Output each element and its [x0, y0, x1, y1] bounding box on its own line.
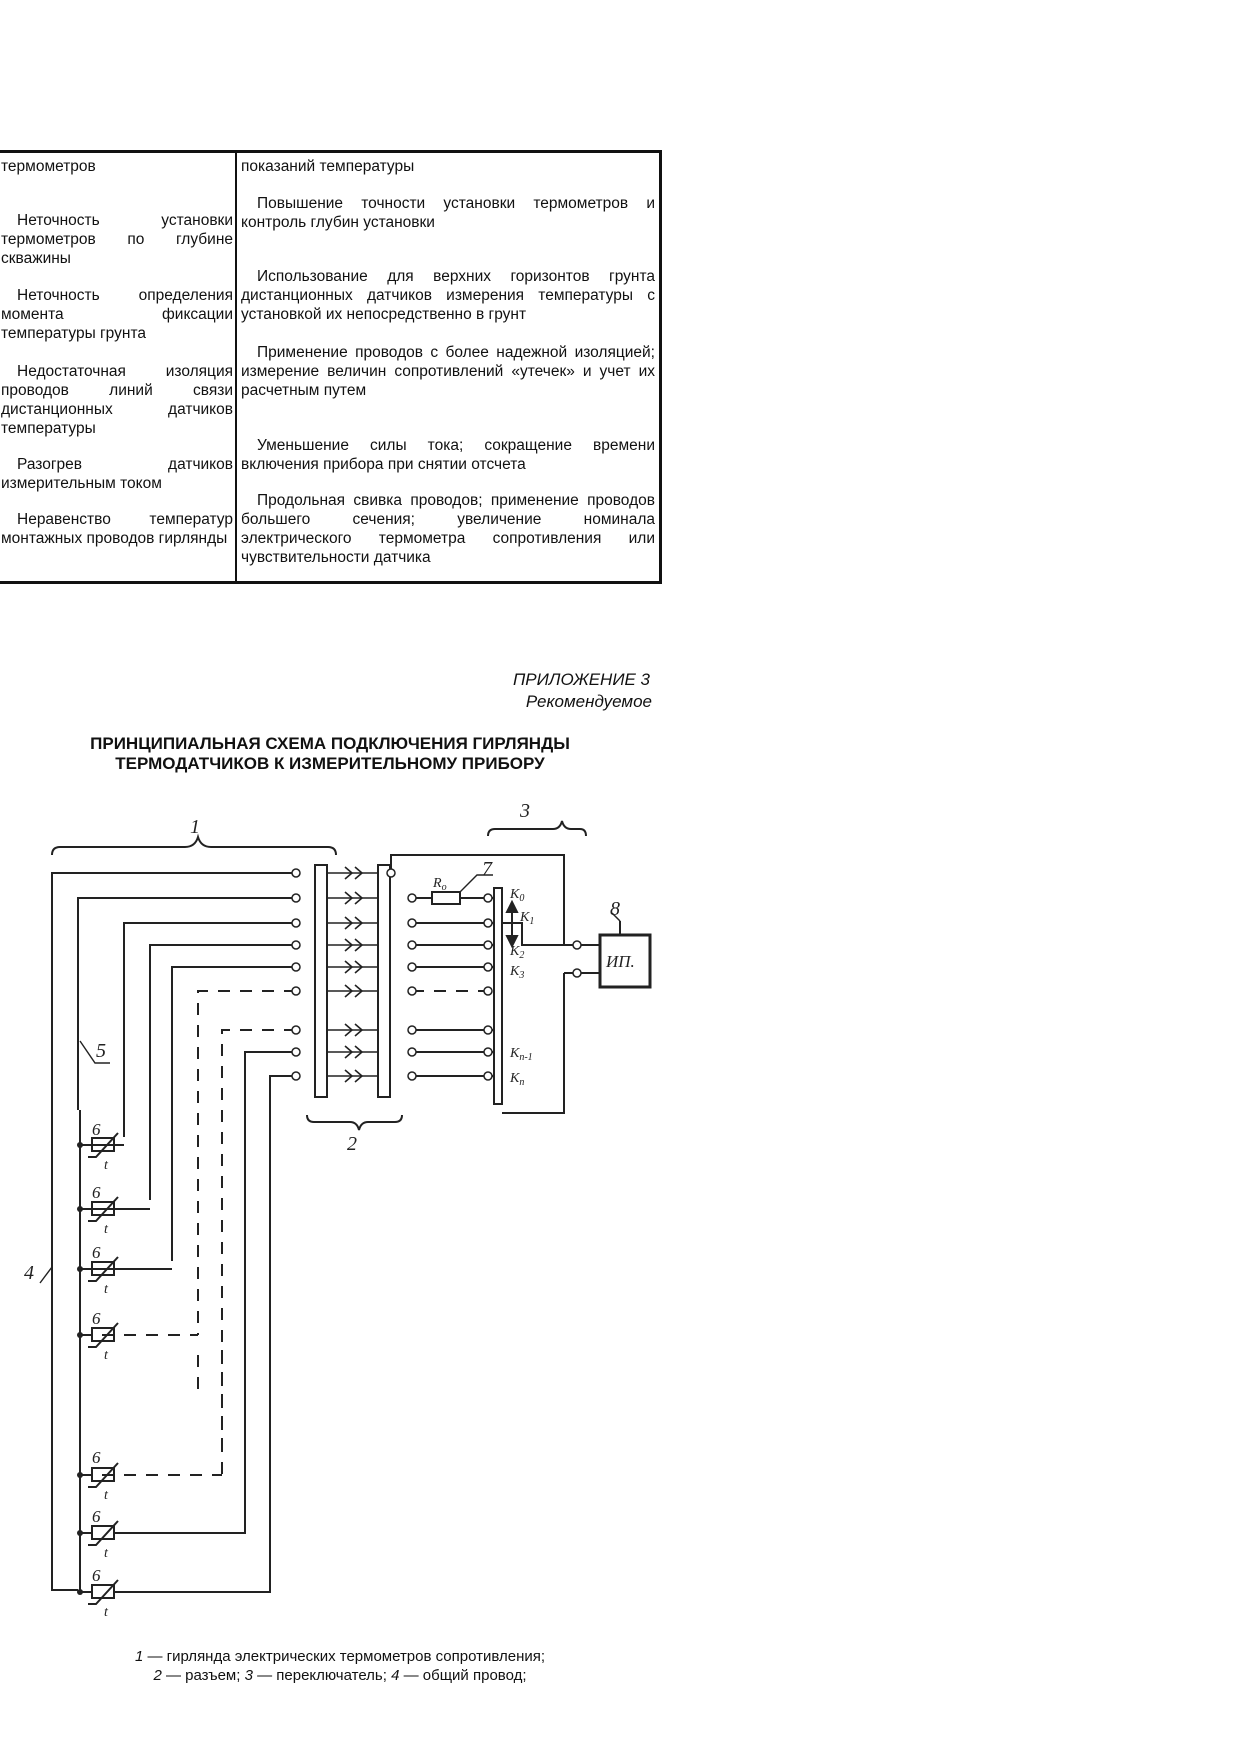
- label-t: t: [104, 1222, 109, 1237]
- measuring-device: [598, 933, 652, 989]
- label-6: 6: [92, 1566, 101, 1585]
- brace-connector: [306, 1114, 403, 1131]
- column-divider: [235, 153, 237, 581]
- remedy-cell: Использование для верхних горизонтов гру…: [241, 268, 655, 323]
- cause-cell: Неточность определения момента фиксации …: [1, 287, 233, 342]
- remedy-cell: Продольная свивка проводов; применение п…: [241, 492, 655, 566]
- label-kn-1: Kn-1: [509, 1046, 533, 1063]
- switch-wiper: [505, 899, 519, 949]
- label-t: t: [104, 1488, 109, 1503]
- connector-block-left: [314, 864, 328, 1098]
- cause-cell: Недостаточная изоляция проводов линий св…: [1, 363, 233, 437]
- resistor-r0: [431, 891, 461, 905]
- label-8: 8: [610, 898, 620, 920]
- switch-bar: [493, 887, 503, 1105]
- cause-cell: Неточность установки термометров по глуб…: [1, 212, 233, 267]
- causes-table: термометров показаний температуры Неточн…: [0, 150, 662, 584]
- label-4: 4: [24, 1262, 34, 1284]
- caption-line-2: 2 — разъем; 3 — переключатель; 4 — общий…: [153, 1667, 527, 1684]
- device-label: ИП.: [605, 952, 635, 971]
- label-6: 6: [92, 1448, 101, 1467]
- label-kn: Kn: [509, 1071, 524, 1088]
- label-6: 6: [92, 1243, 101, 1262]
- connector-terminals: [291, 868, 582, 1081]
- label-t: t: [104, 1605, 109, 1620]
- label-3: 3: [519, 800, 530, 822]
- caption-line-1: 1 — гирлянда электрических термометров с…: [134, 1648, 546, 1665]
- remedy-cell: Уменьшение силы тока; сокращение времени…: [241, 437, 655, 473]
- title-line-1: ПРИНЦИПИАЛЬНАЯ СХЕМА ПОДКЛЮЧЕНИЯ ГИРЛЯНД…: [90, 734, 570, 753]
- cause-cell: Разогрев датчиков измерительным током: [1, 456, 233, 492]
- remedy-cell: Применение проводов с более надежной изо…: [241, 344, 655, 399]
- label-t: t: [104, 1546, 109, 1561]
- label-t: t: [104, 1282, 109, 1297]
- label-6: 6: [92, 1120, 101, 1139]
- remedy-cell: Повышение точности установки термометров…: [241, 195, 655, 231]
- connector-pins: [327, 866, 378, 1083]
- remedy-cell: показаний температуры: [241, 158, 415, 175]
- label-t: t: [104, 1348, 109, 1363]
- label-1: 1: [190, 816, 200, 838]
- label-r0: Ro: [432, 876, 447, 893]
- cause-cell: термометров: [1, 158, 96, 175]
- title-line-2: ТЕРМОДАТЧИКОВ К ИЗМЕРИТЕЛЬНОМУ ПРИБОРУ: [115, 754, 545, 773]
- page-title: ПРИНЦИПИАЛЬНАЯ СХЕМА ПОДКЛЮЧЕНИЯ ГИРЛЯНД…: [20, 734, 640, 774]
- label-k0: K0: [509, 887, 524, 904]
- common-wire: [51, 872, 296, 1591]
- label-k3: K3: [509, 964, 524, 981]
- brace-switch: [487, 820, 587, 837]
- appendix-status: Рекомендуемое: [525, 692, 652, 711]
- label-k1: K1: [519, 910, 534, 927]
- label-6: 6: [92, 1507, 101, 1526]
- label-5: 5: [96, 1040, 106, 1062]
- label-6: 6: [92, 1183, 101, 1202]
- wiring-diagram: 1 2 3 4 5 7 8 6 6 6 6 6 6 6 t t t t t t …: [24, 800, 652, 1620]
- connector-block-right: [377, 864, 391, 1098]
- label-6: 6: [92, 1309, 101, 1328]
- appendix-number: ПРИЛОЖЕНИЕ 3: [512, 670, 650, 689]
- cause-cell: Неравенство температур монтажных проводо…: [1, 511, 233, 547]
- label-7: 7: [482, 858, 493, 880]
- label-t: t: [104, 1158, 109, 1173]
- label-k2: K2: [509, 944, 524, 961]
- label-2: 2: [347, 1133, 357, 1155]
- brace-garland: [51, 833, 337, 856]
